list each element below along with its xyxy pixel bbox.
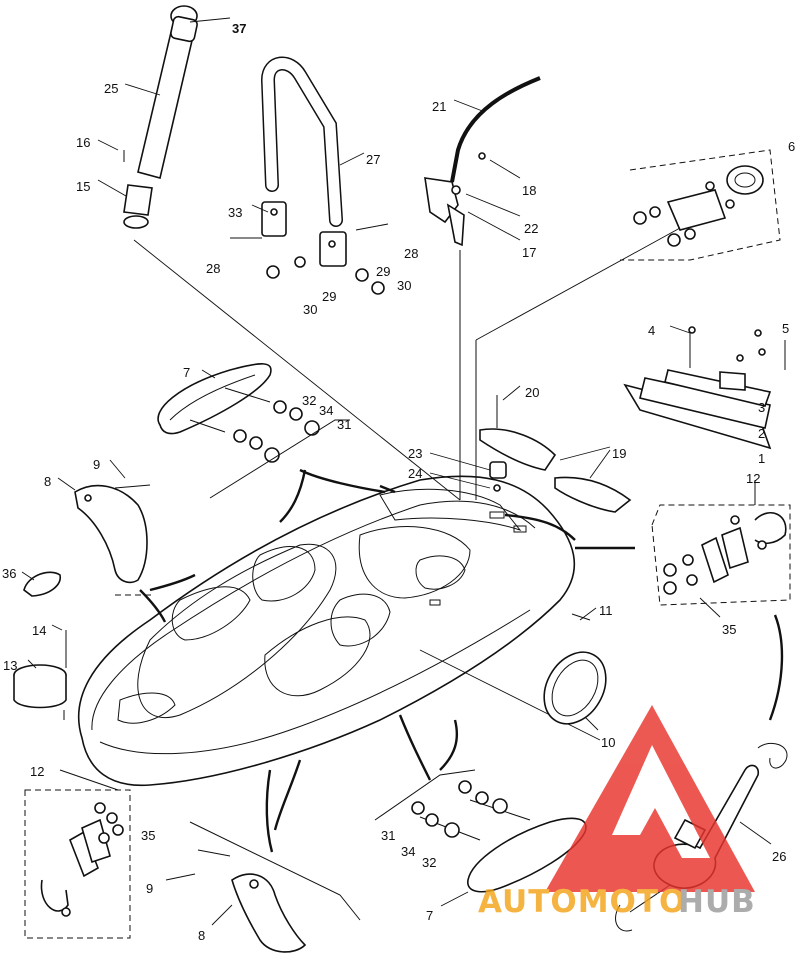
callout-label-c21: 21 [432,99,446,114]
callout-label-c29b: 29 [376,264,390,279]
cover-8-bottom [189,821,361,953]
callout-label-c11: 11 [599,603,613,618]
callout-label-c34a: 34 [319,403,333,418]
callout-label-c6: 6 [788,139,795,154]
cable-bracket-assembly [424,76,541,247]
callout-label-c12a: 12 [746,471,760,486]
callout-label-c18: 18 [522,183,536,198]
handle-7-top [157,363,350,499]
callout-label-c15: 15 [76,179,90,194]
callout-label-c31b: 31 [381,828,395,843]
rub-rail-assembly [623,326,786,450]
watermark-text-hub: HUB [678,884,756,920]
callout-label-c8b: 8 [198,928,205,943]
callout-label-c10: 10 [601,735,615,750]
callout-label-c36: 36 [2,566,16,581]
callout-label-c4: 4 [648,323,655,338]
callout-label-c9b: 9 [146,881,153,896]
callout-label-c12b: 12 [30,764,44,779]
callout-label-c30a: 30 [303,302,317,317]
callout-label-c7a: 7 [183,365,190,380]
callout-label-c8a: 8 [44,474,51,489]
callout-label-c35a: 35 [722,622,736,637]
tow-pole-assembly [123,5,198,229]
handle-7-bottom [374,769,587,893]
callout-label-c2: 2 [758,426,765,441]
callout-label-c34b: 34 [401,844,415,859]
watermark-text-automoto: AUTOMOTO [478,884,686,920]
cover-plate-19 [459,250,632,513]
ring-10 [543,613,607,725]
callout-label-c5: 5 [782,321,789,336]
callout-label-c26: 26 [772,849,786,864]
watermark-triangle-logo [545,705,755,892]
callout-label-c1: 1 [758,451,765,466]
eye-bolt-assembly-6 [620,149,781,261]
callout-label-c3: 3 [758,400,765,415]
callout-label-c24: 24 [408,466,422,481]
callout-label-c16: 16 [76,135,90,150]
callout-label-c22: 22 [524,221,538,236]
callout-label-c28b: 28 [404,246,418,261]
callout-label-c7b: 7 [426,908,433,923]
callout-label-c17: 17 [522,245,536,260]
bracket-assembly-12-left [24,769,131,939]
deck-hull [77,475,576,787]
callout-label-c30b: 30 [397,278,411,293]
bracket-assembly-12-right [651,480,791,606]
grab-handle-27 [230,56,389,295]
cap-36 [23,571,61,597]
callout-label-c14: 14 [32,623,46,638]
callout-label-c35b: 35 [141,828,155,843]
callout-label-c23: 23 [408,446,422,461]
callout-label-c19: 19 [612,446,626,461]
callout-label-c27: 27 [366,152,380,167]
callout-label-c25: 25 [104,81,118,96]
cap-13 [13,630,67,720]
callout-label-c33: 33 [228,205,242,220]
callout-label-c37: 37 [232,21,246,36]
cover-8-left [74,484,155,596]
routing-lines [139,468,784,853]
callout-label-c32a: 32 [302,393,316,408]
callout-label-c29a: 29 [322,289,336,304]
automotohub-watermark: AUTOMOTO HUB [478,705,756,920]
callout-label-c13: 13 [3,658,17,673]
callout-label-c9a: 9 [93,457,100,472]
callout-label-c32b: 32 [422,855,436,870]
callout-label-c20: 20 [525,385,539,400]
leader-lines [21,17,772,926]
callout-label-c28a: 28 [206,261,220,276]
callout-label-c31a: 31 [337,417,351,432]
